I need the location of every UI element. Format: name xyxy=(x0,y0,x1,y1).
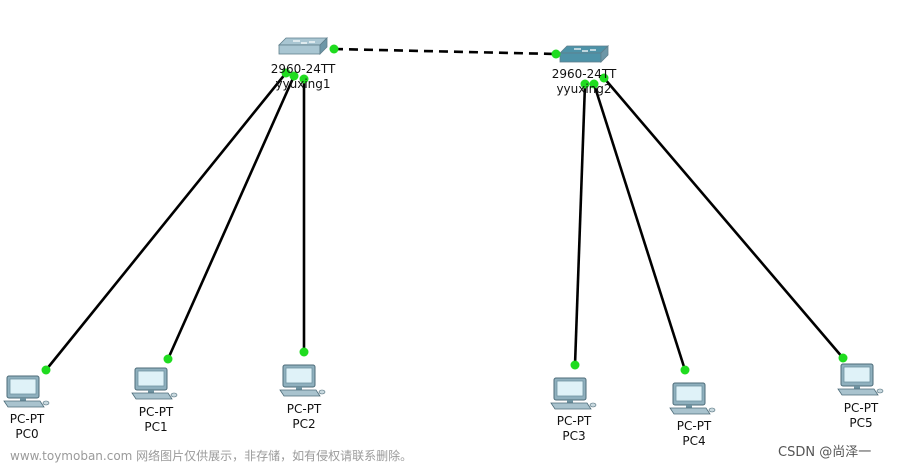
pc-icon-pc3[interactable] xyxy=(550,377,597,410)
link-status-dot xyxy=(163,354,173,364)
pc-label-pc5: PC-PT PC5 xyxy=(844,401,879,431)
link-status-dot xyxy=(680,365,690,375)
switch-name-sw1: yyuxing1 xyxy=(275,77,331,91)
link-status-dot xyxy=(299,74,309,84)
link-sw2-pc3[interactable] xyxy=(573,83,587,366)
pc-label-pc0: PC-PT PC0 xyxy=(10,412,45,442)
pc-type-pc4: PC-PT xyxy=(676,419,712,433)
link-sw2-pc5[interactable] xyxy=(603,77,844,359)
link-status-dot xyxy=(289,71,299,81)
link-sw1-sw2[interactable] xyxy=(333,47,557,56)
pc-icon-pc0[interactable] xyxy=(3,375,50,408)
watermark-text: www.toymoban.com 网络图片仅供展示，非存储，如有侵权请联系删除。 xyxy=(10,449,413,463)
pc-icon-pc1[interactable] xyxy=(131,367,178,400)
switch-name-sw2: yyuxing2 xyxy=(556,82,612,96)
pc-type-pc1: PC-PT xyxy=(138,405,174,419)
pc-name-pc5: PC5 xyxy=(849,416,873,430)
link-status-dot xyxy=(580,79,590,89)
switch-label-sw1: 2960-24TT yyuxing1 xyxy=(271,62,336,92)
pc-type-pc0: PC-PT xyxy=(9,412,45,426)
link-sw2-pc4[interactable] xyxy=(592,83,687,371)
pc-type-pc3: PC-PT xyxy=(556,414,592,428)
switch-icon-sw2[interactable] xyxy=(559,45,609,63)
switch-model-sw2: 2960-24TT xyxy=(551,67,617,81)
link-status-dot xyxy=(41,365,51,375)
link-status-dot xyxy=(551,49,561,59)
links-layer xyxy=(44,47,844,371)
link-status-dot xyxy=(589,79,599,89)
link-status-dots xyxy=(41,44,848,375)
link-status-dot xyxy=(299,347,309,357)
switch-model-sw1: 2960-24TT xyxy=(270,62,336,76)
link-status-dot xyxy=(570,360,580,370)
pc-label-pc1: PC-PT PC1 xyxy=(139,405,174,435)
link-sw1-pc1[interactable] xyxy=(166,75,296,360)
pc-icon-pc2[interactable] xyxy=(279,364,326,397)
link-status-dot xyxy=(329,44,339,54)
pc-name-pc4: PC4 xyxy=(682,434,706,448)
pc-name-pc1: PC1 xyxy=(144,420,168,434)
pc-name-pc0: PC0 xyxy=(15,427,39,441)
csdn-credit: CSDN @尚泽一 xyxy=(778,445,872,460)
pc-label-pc2: PC-PT PC2 xyxy=(287,402,322,432)
pc-name-pc2: PC2 xyxy=(292,417,316,431)
link-sw1-pc0[interactable] xyxy=(44,72,288,371)
pc-type-pc5: PC-PT xyxy=(843,401,879,415)
link-status-dot xyxy=(281,68,291,78)
pc-icon-pc4[interactable] xyxy=(669,382,716,415)
switch-label-sw2: 2960-24TT yyuxing2 xyxy=(552,67,617,97)
pc-icon-pc5[interactable] xyxy=(837,363,884,396)
link-status-dot xyxy=(838,353,848,363)
pc-name-pc3: PC3 xyxy=(562,429,586,443)
devices-layer xyxy=(3,37,884,415)
switch-icon-sw1[interactable] xyxy=(278,37,328,55)
pc-type-pc2: PC-PT xyxy=(286,402,322,416)
pc-label-pc4: PC-PT PC4 xyxy=(677,419,712,449)
link-status-dot xyxy=(599,73,609,83)
pc-label-pc3: PC-PT PC3 xyxy=(557,414,592,444)
